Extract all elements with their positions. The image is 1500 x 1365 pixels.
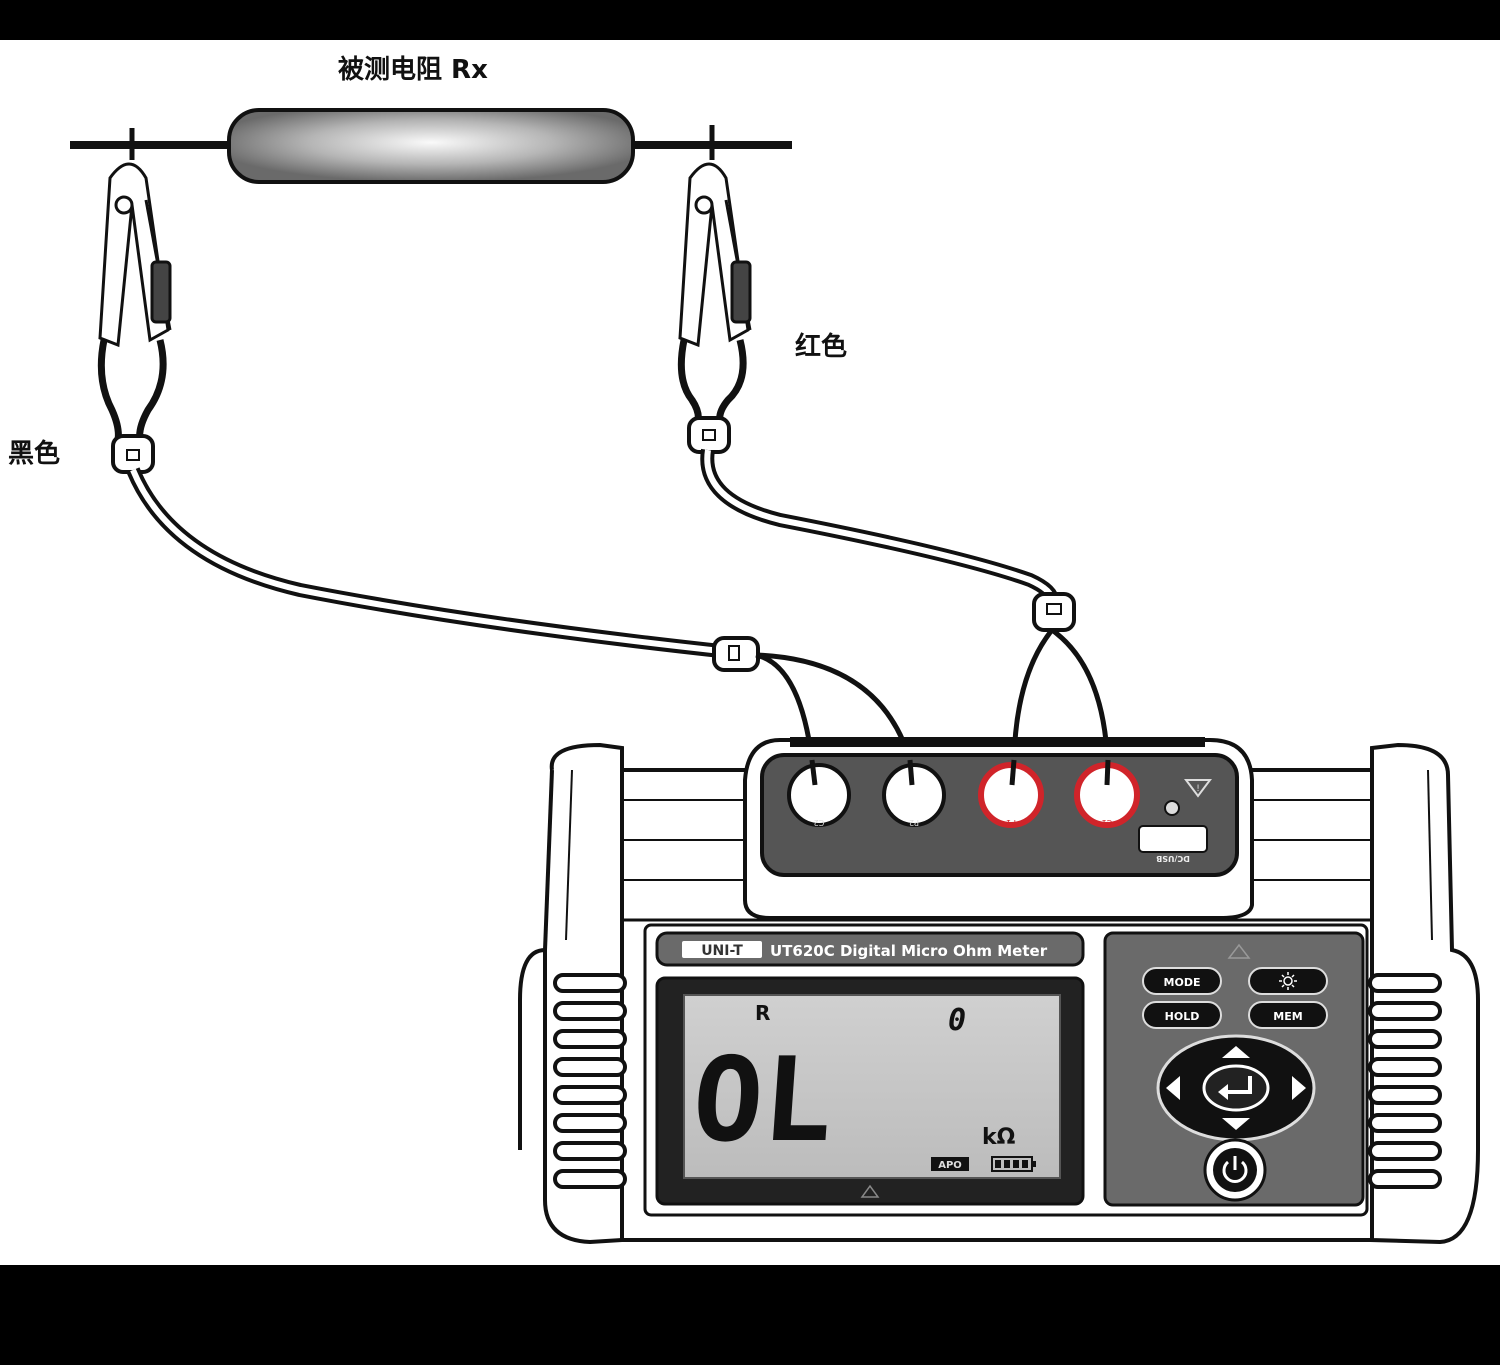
battery-icon: [991, 1156, 1036, 1172]
backlight-button[interactable]: [1248, 967, 1328, 995]
terminal-p2-label: P2: [909, 818, 919, 827]
red-kelvin-clip: [677, 125, 752, 423]
resistor-label: 被测电阻 Rx: [338, 55, 488, 85]
black-kelvin-clip: [97, 128, 172, 441]
lcd-warning-icon: [860, 1184, 880, 1198]
bottom-black-bar: [0, 1265, 1500, 1365]
mode-button[interactable]: MODE: [1142, 967, 1222, 995]
red-lead-label: 红色: [795, 331, 847, 362]
indicator-led: [1164, 800, 1180, 816]
top-black-bar: [0, 0, 1500, 40]
keypad-warning-icon: [1227, 943, 1251, 959]
lcd-apo-indicator: APO: [938, 1160, 962, 1171]
enter-button[interactable]: [1202, 1064, 1270, 1112]
nameplate: UNI-T UT620C Digital Micro Ohm Meter: [655, 931, 1085, 967]
brand-logo: UNI-T: [701, 943, 743, 959]
red-lead-cable: [700, 448, 1059, 601]
resistor-under-test: [70, 108, 792, 184]
black-lead-cable: [126, 467, 731, 659]
lcd-mode-indicator: R: [755, 1001, 770, 1025]
black-lead-label: 黑色: [8, 438, 60, 469]
left-grip-ribs: [553, 973, 627, 1189]
black-lead-junction: [712, 636, 760, 672]
up-arrow-button[interactable]: [1222, 1046, 1250, 1058]
lcd-display: R 0 OL kΩ APO: [655, 976, 1085, 1206]
svg-text:!: !: [1196, 784, 1200, 794]
navigation-pad: [1156, 1034, 1316, 1142]
lcd-memory-index: 0: [948, 1003, 966, 1038]
warning-triangle-icon: !: [1184, 779, 1212, 798]
enter-icon: [1224, 1076, 1252, 1094]
down-arrow-button[interactable]: [1222, 1118, 1250, 1130]
sun-icon: [1279, 972, 1297, 990]
mem-button[interactable]: MEM: [1248, 1001, 1328, 1029]
right-arrow-button[interactable]: [1292, 1076, 1306, 1100]
terminal-p2[interactable]: P2: [882, 763, 946, 827]
lcd-apo-box: [931, 1157, 969, 1171]
red-lead-splitter: [687, 416, 731, 454]
mode-button-label: MODE: [1164, 976, 1201, 989]
terminal-c2-label: C2: [814, 818, 825, 827]
usb-port-label: DC/USB: [1156, 854, 1190, 863]
hold-button-label: HOLD: [1165, 1010, 1200, 1023]
black-lead-splitter: [111, 434, 155, 474]
power-icon: [1222, 1156, 1248, 1183]
left-arrow-button[interactable]: [1166, 1076, 1180, 1100]
terminal-p1-label: P1: [1006, 818, 1016, 827]
right-grip-ribs: [1368, 973, 1442, 1189]
power-button[interactable]: [1203, 1138, 1267, 1202]
terminal-c1-label: C1: [1102, 818, 1113, 827]
usb-port[interactable]: DC/USB: [1138, 825, 1208, 863]
lcd-main-reading: OL: [688, 1033, 837, 1168]
terminal-wire-ends: [809, 759, 1111, 786]
terminal-p1[interactable]: P1: [978, 762, 1044, 828]
red-lead-junction: [1032, 592, 1076, 632]
lcd-unit: kΩ: [982, 1125, 1016, 1150]
terminal-c2[interactable]: C2: [787, 763, 851, 827]
mem-button-label: MEM: [1273, 1010, 1302, 1023]
hold-button[interactable]: HOLD: [1142, 1001, 1222, 1029]
model-name: UT620C Digital Micro Ohm Meter: [770, 942, 1048, 960]
